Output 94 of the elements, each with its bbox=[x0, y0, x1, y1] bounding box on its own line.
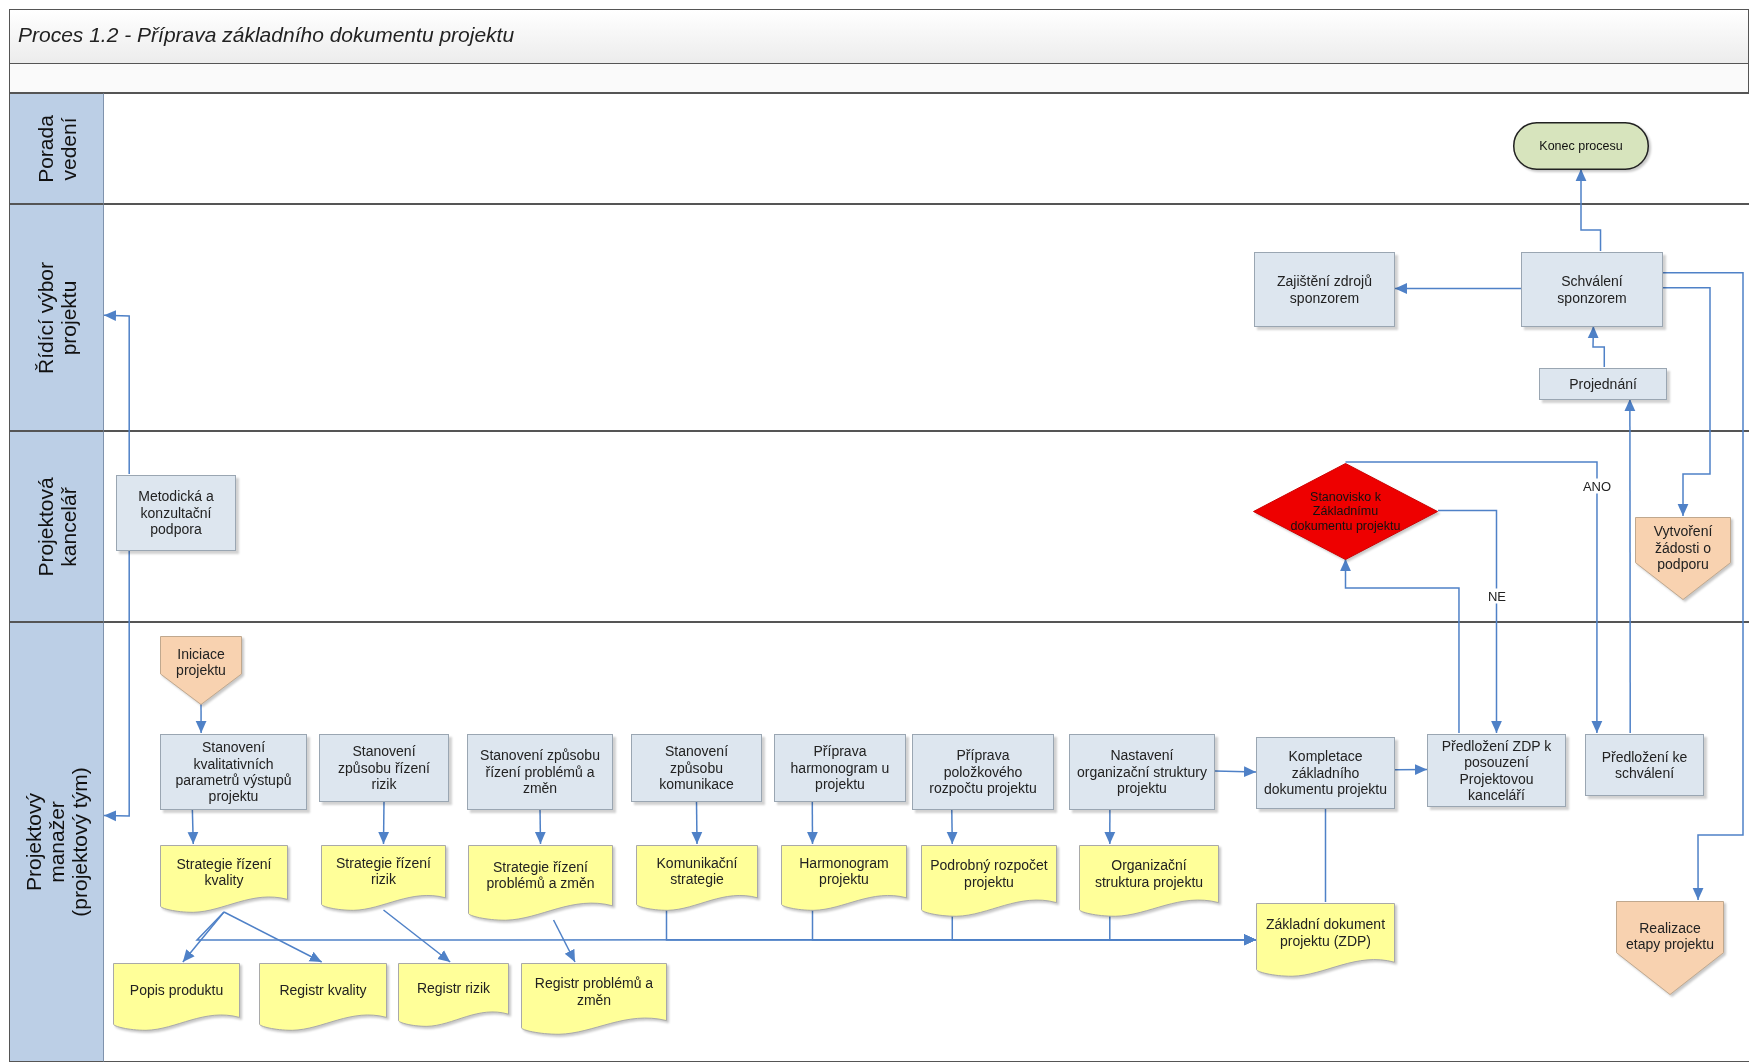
node-text: Schválení sponzorem bbox=[1556, 273, 1628, 306]
node-text: Stanovení způsobu komunikace bbox=[658, 743, 735, 793]
lane-title: Porada vedení bbox=[33, 113, 80, 185]
node-text: Metodická a konzultační podpora bbox=[137, 488, 215, 538]
node-text: Předložení ZDP k posouzení Projektovou kanceláří bbox=[1440, 737, 1553, 804]
node-text: Konec procesu bbox=[1539, 138, 1623, 154]
process-box bbox=[1585, 734, 1704, 796]
arrow bbox=[1662, 287, 1711, 517]
node-text: Stanovení způsobu řízení problémů a změn bbox=[479, 747, 601, 797]
arrow bbox=[691, 800, 703, 845]
node-text: Kompletace základního dokumentu projektu bbox=[1264, 748, 1387, 798]
arrow bbox=[1214, 766, 1257, 778]
node-text: Příprava harmonogram u projektu bbox=[789, 743, 891, 793]
node-text: Registr kvality bbox=[279, 982, 367, 999]
arrow bbox=[552, 919, 576, 963]
arrow bbox=[946, 808, 958, 845]
node-text: Realizace etapy projektu bbox=[1625, 919, 1715, 953]
process-box bbox=[467, 734, 613, 810]
arrow bbox=[1624, 398, 1636, 734]
node-text: Zajištění zdrojů sponzorem bbox=[1276, 273, 1373, 306]
arrow bbox=[534, 808, 546, 845]
document-shape bbox=[468, 845, 613, 921]
terminator-shape bbox=[1513, 122, 1649, 170]
arrow bbox=[378, 800, 390, 845]
off-page-connector bbox=[160, 636, 242, 705]
arrow bbox=[1662, 272, 1744, 901]
lane-title: Projektový manažer (projektový tým) bbox=[21, 766, 92, 919]
process-box bbox=[774, 734, 906, 802]
document-shape bbox=[781, 845, 907, 911]
process-box bbox=[1521, 252, 1663, 327]
diagram-title: Proces 1.2 - Příprava základního dokumentu projektu bbox=[18, 23, 515, 47]
process-box bbox=[912, 734, 1054, 810]
connector-line bbox=[1324, 807, 1327, 903]
arrow bbox=[103, 310, 130, 475]
arrow bbox=[1394, 283, 1522, 294]
process-box bbox=[319, 734, 449, 802]
arrow bbox=[1104, 808, 1116, 845]
node-text: Stanovení kvalitativních parametrů výstupů projektu bbox=[174, 739, 293, 805]
node-text: Organizační struktura projektu bbox=[1093, 857, 1205, 891]
arrow bbox=[382, 909, 451, 963]
arrow bbox=[223, 911, 323, 963]
arrow bbox=[1340, 558, 1460, 734]
lane-title: Projektová kancelář bbox=[33, 475, 80, 579]
document-shape bbox=[398, 963, 509, 1027]
node-text: Popis produktu bbox=[129, 982, 224, 999]
arrow bbox=[195, 703, 207, 734]
process-box bbox=[116, 475, 236, 551]
node-text: Komunikační strategie bbox=[655, 855, 739, 888]
arrow bbox=[1394, 764, 1428, 776]
document-shape bbox=[636, 845, 758, 911]
document-shape bbox=[521, 963, 667, 1035]
document-shape bbox=[921, 845, 1057, 917]
node-text: Harmonogram projektu bbox=[798, 855, 890, 888]
document-shape bbox=[1079, 845, 1219, 917]
node-text: Nastavení organizační struktury projektu bbox=[1077, 747, 1207, 797]
node-text: Registr rizik bbox=[416, 980, 491, 997]
node-text: Podrobný rozpočet projektu bbox=[929, 857, 1049, 891]
node-text: Předložení ke schválení bbox=[1600, 748, 1689, 782]
node-text: Strategie řízení rizik bbox=[335, 855, 432, 888]
process-box bbox=[1254, 252, 1395, 327]
off-page-connector bbox=[1635, 517, 1731, 600]
node-text: Příprava položkového rozpočtu projektu bbox=[928, 747, 1038, 797]
arrow bbox=[103, 549, 130, 822]
node-text: Projednání bbox=[1569, 375, 1637, 393]
document-shape bbox=[259, 963, 387, 1031]
arrow bbox=[1344, 461, 1603, 734]
edge-label: ANO bbox=[1580, 478, 1614, 494]
node-text: Strategie řízení problémů a změn bbox=[485, 859, 596, 892]
process-box bbox=[160, 734, 307, 810]
process-box bbox=[631, 734, 762, 802]
document-shape bbox=[113, 963, 240, 1031]
lane-title: Řídící výbor projektu bbox=[33, 260, 80, 376]
document-shape bbox=[321, 845, 446, 911]
arrow bbox=[1575, 168, 1602, 252]
node-text: Strategie řízení kvality bbox=[175, 855, 273, 889]
arrow bbox=[187, 808, 199, 845]
node-text: Registr problémů a změn bbox=[533, 975, 655, 1009]
arrow bbox=[1437, 509, 1502, 734]
arrow bbox=[1587, 325, 1606, 368]
node-text: Stanovení způsobu řízení rizik bbox=[337, 743, 431, 793]
decision-diamond bbox=[1253, 463, 1438, 560]
process-box bbox=[1069, 734, 1215, 810]
process-box bbox=[1539, 368, 1667, 400]
node-text: Stanovisko k Základnímu dokumentu projektu bbox=[1290, 489, 1401, 534]
process-box bbox=[1256, 737, 1395, 809]
document-shape bbox=[160, 845, 288, 913]
node-text: Základní dokument projektu (ZDP) bbox=[1264, 916, 1387, 949]
off-page-connector bbox=[1616, 901, 1724, 995]
document-shape bbox=[1256, 903, 1395, 977]
arrow bbox=[1109, 915, 1257, 946]
arrow bbox=[807, 800, 818, 845]
node-text: Iniciace projektu bbox=[175, 645, 227, 679]
process-box bbox=[1427, 734, 1566, 807]
node-text: Vytvoření žádosti o podporu bbox=[1652, 523, 1714, 573]
